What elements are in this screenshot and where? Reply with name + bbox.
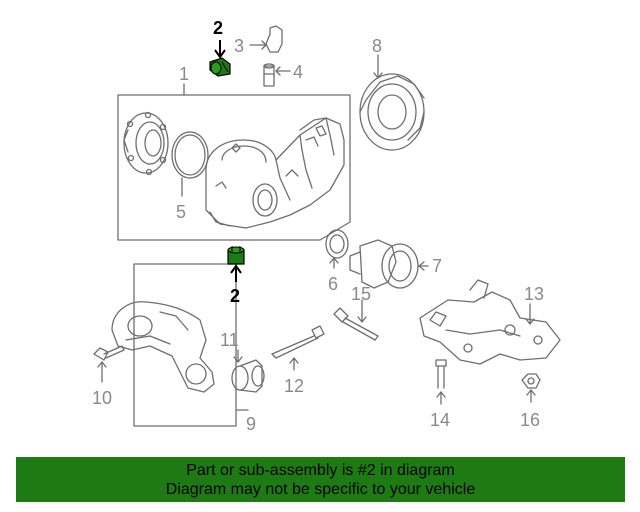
- parts-diagram: 2 2 3 4 1 8 5 6 7 15 13 11 10 12 9 14 16: [92, 18, 561, 434]
- nut-16: [521, 373, 541, 403]
- callout-2-lower: 2: [230, 286, 240, 306]
- callout-15: 15: [351, 284, 371, 304]
- callout-9: 9: [246, 414, 256, 434]
- cv-joint-7: [349, 239, 429, 289]
- assembly-box-9: [133, 263, 237, 427]
- highlighted-part-2-upper: [209, 40, 231, 77]
- o-ring-5: [171, 131, 209, 179]
- bolt-14: [435, 359, 447, 405]
- callout-1: 1: [179, 64, 189, 84]
- cap-3: [249, 25, 283, 53]
- callout-13: 13: [524, 284, 544, 304]
- bolt-12: [271, 325, 325, 371]
- banner-line-1: Part or sub-assembly is #2 in diagram: [186, 462, 455, 479]
- vent-4: [263, 63, 291, 87]
- differential-housing: [205, 117, 345, 229]
- crossmember-13: [419, 279, 561, 365]
- callout-12: 12: [284, 376, 304, 396]
- seal-6: [325, 229, 349, 269]
- bushing-11: [231, 349, 265, 393]
- callout-7: 7: [432, 256, 442, 276]
- banner-line-2: Diagram may not be specific to your vehi…: [165, 481, 476, 498]
- info-banner: Part or sub-assembly is #2 in diagram Di…: [16, 457, 625, 502]
- callout-5: 5: [176, 202, 186, 222]
- callout-10: 10: [92, 388, 112, 408]
- callout-16: 16: [520, 410, 540, 430]
- bolt-10: [93, 345, 125, 383]
- callout-14: 14: [430, 410, 450, 430]
- callout-8: 8: [372, 36, 382, 56]
- callout-3: 3: [234, 36, 244, 56]
- cover-flange: [123, 111, 169, 176]
- callout-6: 6: [328, 274, 338, 294]
- mount-bracket: [111, 301, 215, 393]
- callout-2-upper: 2: [213, 18, 223, 38]
- bearing-8: [359, 54, 425, 151]
- assembly-box-1: [117, 94, 351, 241]
- callout-4: 4: [293, 62, 303, 82]
- callout-11: 11: [220, 330, 239, 350]
- bolt-15: [333, 299, 379, 341]
- highlighted-part-2-lower: [227, 246, 245, 282]
